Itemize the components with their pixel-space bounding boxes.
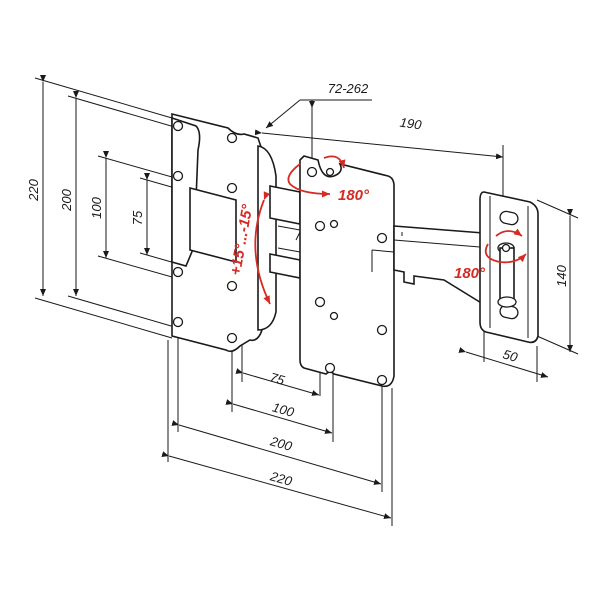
vertical-dimensions: 220 200 100 75 bbox=[26, 75, 233, 339]
center-plate bbox=[299, 155, 395, 388]
dim-label-140: 140 bbox=[554, 264, 569, 286]
right-dimensions: 140 50 bbox=[458, 199, 579, 382]
rotation-label-arm: 180° bbox=[454, 265, 486, 282]
dim-label-190: 190 bbox=[399, 115, 423, 133]
dim-label-75-vertical: 75 bbox=[130, 210, 145, 225]
dim-label-75-horizontal: 75 bbox=[268, 369, 287, 388]
dim-label-220-horizontal: 220 bbox=[268, 468, 295, 489]
dim-label-200-vertical: 200 bbox=[59, 188, 74, 211]
dim-label-100-vertical: 100 bbox=[89, 196, 104, 218]
dim-label-72-262: 72-262 bbox=[328, 81, 369, 96]
vesa-plate-left bbox=[171, 112, 263, 353]
top-dimensions: 72-262 190 bbox=[254, 81, 504, 200]
dim-label-100-horizontal: 100 bbox=[271, 399, 297, 420]
dim-label-200-horizontal: 200 bbox=[268, 433, 295, 454]
dim-label-220-vertical: 220 bbox=[26, 178, 41, 201]
dim-label-50: 50 bbox=[501, 346, 520, 365]
tilt-head bbox=[257, 145, 305, 331]
wall-plate bbox=[479, 191, 539, 344]
rotation-label-top: 180° bbox=[338, 187, 370, 204]
swing-arm bbox=[371, 225, 505, 313]
